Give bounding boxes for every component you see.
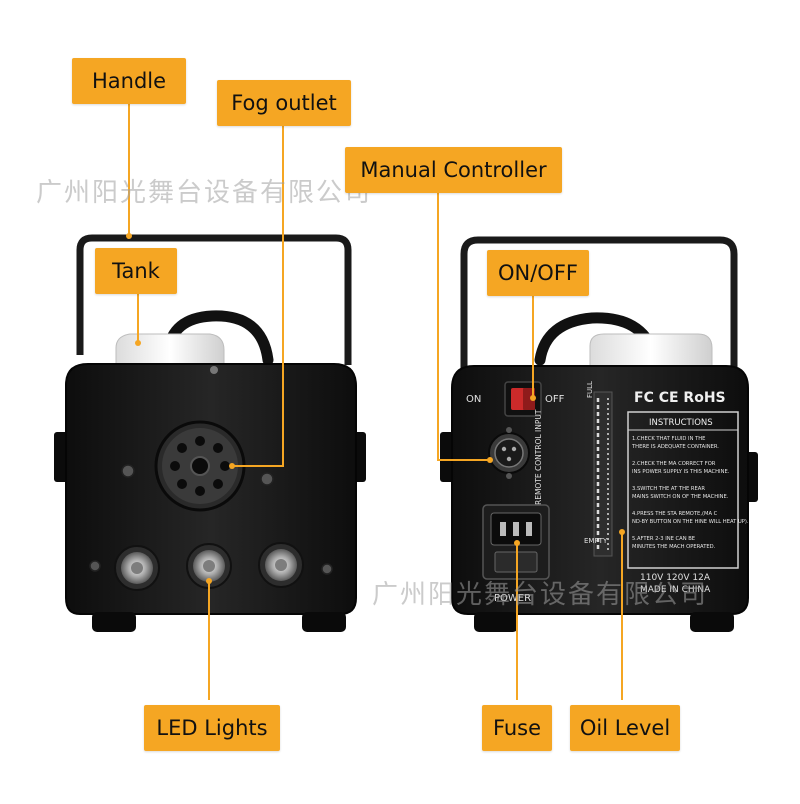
leader-manual-controller [437, 191, 490, 461]
label-manual-controller: Manual Controller [345, 147, 562, 193]
screw [89, 560, 101, 572]
instruction-step: 5.AFTER 2-3 INE CAN BE [632, 536, 695, 542]
handle-bar [460, 236, 738, 372]
instruction-note: MAINS SWITCH ON OF THE MACHINE. [632, 494, 729, 500]
remote-input-label: REMOTE CONTROL INPUT [534, 409, 543, 505]
fog-outlet-nozzle [154, 420, 246, 512]
foot-left [92, 612, 136, 632]
leader-fog-outlet-dot [229, 463, 235, 469]
tank-body [589, 333, 713, 371]
screw [121, 464, 135, 478]
tank-body [115, 333, 225, 371]
rear-view-machine: ON OFF REMOTE CONTROL INPUT [440, 236, 758, 632]
label-on-off: ON/OFF [487, 250, 589, 296]
instruction-step: 4.PRESS THE STA REMOTE,(MA C [632, 511, 718, 517]
instructions-panel [627, 411, 739, 569]
leader-handle-dot [126, 233, 132, 239]
switch-off-label: OFF [545, 394, 565, 405]
leader-led-dot [206, 578, 212, 584]
instruction-step: 3.SWITCH THE AT THE REAR [632, 486, 705, 492]
power-label: POWER [494, 593, 531, 604]
full-label: FULL [586, 381, 594, 398]
watermark-top: 广州阳光舞台设备有限公司 [36, 178, 373, 208]
instruction-step: 1.CHECK THAT FLUID IN THE [632, 436, 705, 442]
leader-fuse-dot [514, 540, 520, 546]
made-in-label: MADE IN CHINA [640, 585, 711, 595]
empty-label: EMPTY [584, 537, 608, 545]
handle-bar [76, 234, 352, 365]
on-off-switch[interactable] [504, 381, 542, 417]
watermark-bottom: 广州阳光舞台设备有限公司 [372, 580, 709, 610]
leader-on-off-dot [530, 395, 536, 401]
instruction-step: 2.CHECK THE MA CORRECT FOR [632, 461, 716, 467]
instruction-note: MINUTES THE MACH OPERATED. [632, 544, 716, 550]
label-tank: Tank [95, 248, 177, 294]
leader-lines [126, 104, 625, 700]
label-fuse: Fuse [482, 705, 552, 751]
foot-right [690, 612, 734, 632]
screw [321, 563, 333, 575]
instruction-note: ND-BY BUTTON ON THE HINE WILL HEAT UP). [632, 519, 749, 525]
front-view-machine [54, 234, 366, 632]
certification-marks: FC CE RoHS [634, 390, 726, 406]
led-light [186, 543, 232, 589]
remote-control-socket[interactable] [488, 427, 530, 479]
foot-left [474, 612, 518, 632]
led-light [114, 545, 160, 591]
leader-manual-controller-dot [487, 457, 493, 463]
leader-fog-outlet [232, 124, 284, 467]
label-led-lights: LED Lights [144, 705, 280, 751]
instruction-note: INS POWER SUPPLY IS THIS MACHINE. [632, 469, 730, 475]
instructions-title: INSTRUCTIONS [649, 418, 713, 428]
left-side-bracket [54, 432, 68, 482]
switch-on-label: ON [466, 394, 481, 405]
label-oil-level: Oil Level [570, 705, 680, 751]
rating-label: 110V 120V 12A [640, 573, 711, 583]
oil-level-window [593, 391, 613, 557]
leader-oil-level-dot [619, 529, 625, 535]
screw [260, 472, 274, 486]
label-handle: Handle [72, 58, 186, 104]
label-fog-outlet: Fog outlet [217, 80, 351, 126]
leader-tank-dot [135, 340, 141, 346]
left-side-bracket [440, 432, 454, 482]
instruction-note: THERE IS ADEQUATE CONTAINER. [631, 444, 719, 450]
foot-right [302, 612, 346, 632]
instruction-steps: 1.CHECK THAT FLUID IN THE THERE IS ADEQUA… [631, 436, 749, 550]
screw [210, 366, 218, 374]
led-light [258, 542, 304, 588]
